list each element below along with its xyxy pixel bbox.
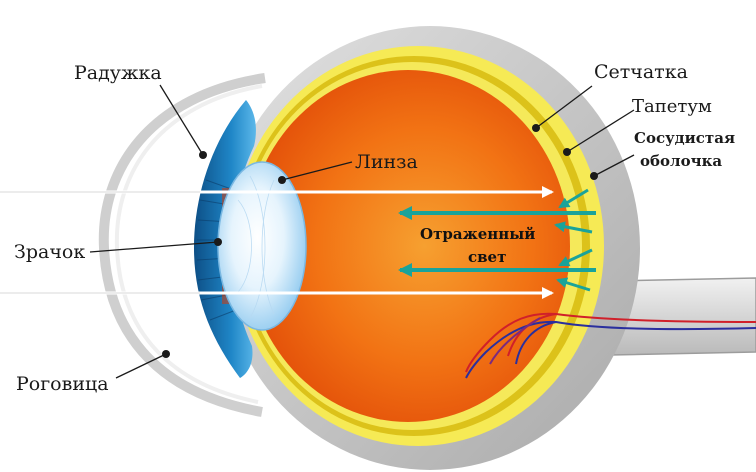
label-choroid-line2: оболочка [640, 152, 722, 170]
label-pupil: Зрачок [14, 241, 85, 263]
label-lens: Линза [355, 151, 418, 173]
label-iris: Радужка [74, 62, 162, 84]
label-retina: Сетчатка [594, 61, 688, 83]
label-reflected-line1: Отраженный [420, 225, 535, 243]
label-cornea: Роговица [16, 373, 109, 395]
label-choroid-line1: Сосудистая [634, 129, 735, 147]
label-tapetum: Тапетум [632, 96, 712, 117]
label-reflected-line2: свет [468, 248, 506, 266]
